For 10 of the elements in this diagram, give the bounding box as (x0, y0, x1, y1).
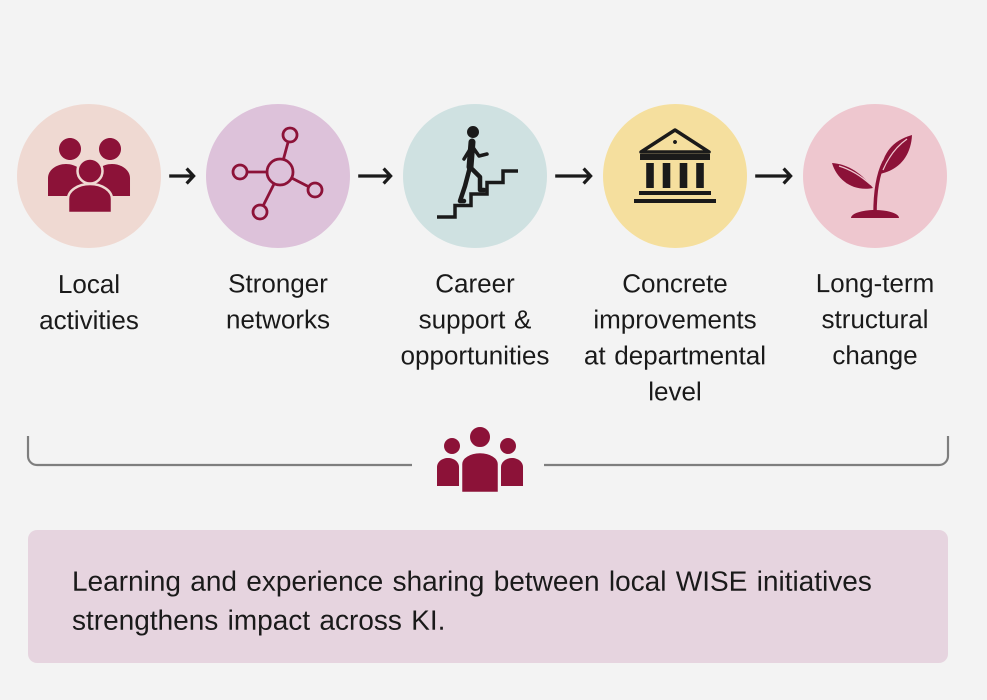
step-label: Career support & opportunities (402, 274, 548, 370)
arrow (555, 167, 593, 185)
arrow (169, 167, 196, 185)
arrow (358, 167, 393, 185)
step-label: Concrete improvements at departmental level (585, 274, 764, 401)
step-label: Stronger networks (228, 274, 330, 329)
arrow (755, 167, 793, 185)
note-box: Learning and experience sharing between local WISE initiatives strengthens impact across KI. (28, 530, 948, 663)
step-label: Local activities (40, 274, 138, 330)
step-label: Long-term structural change (818, 274, 933, 370)
